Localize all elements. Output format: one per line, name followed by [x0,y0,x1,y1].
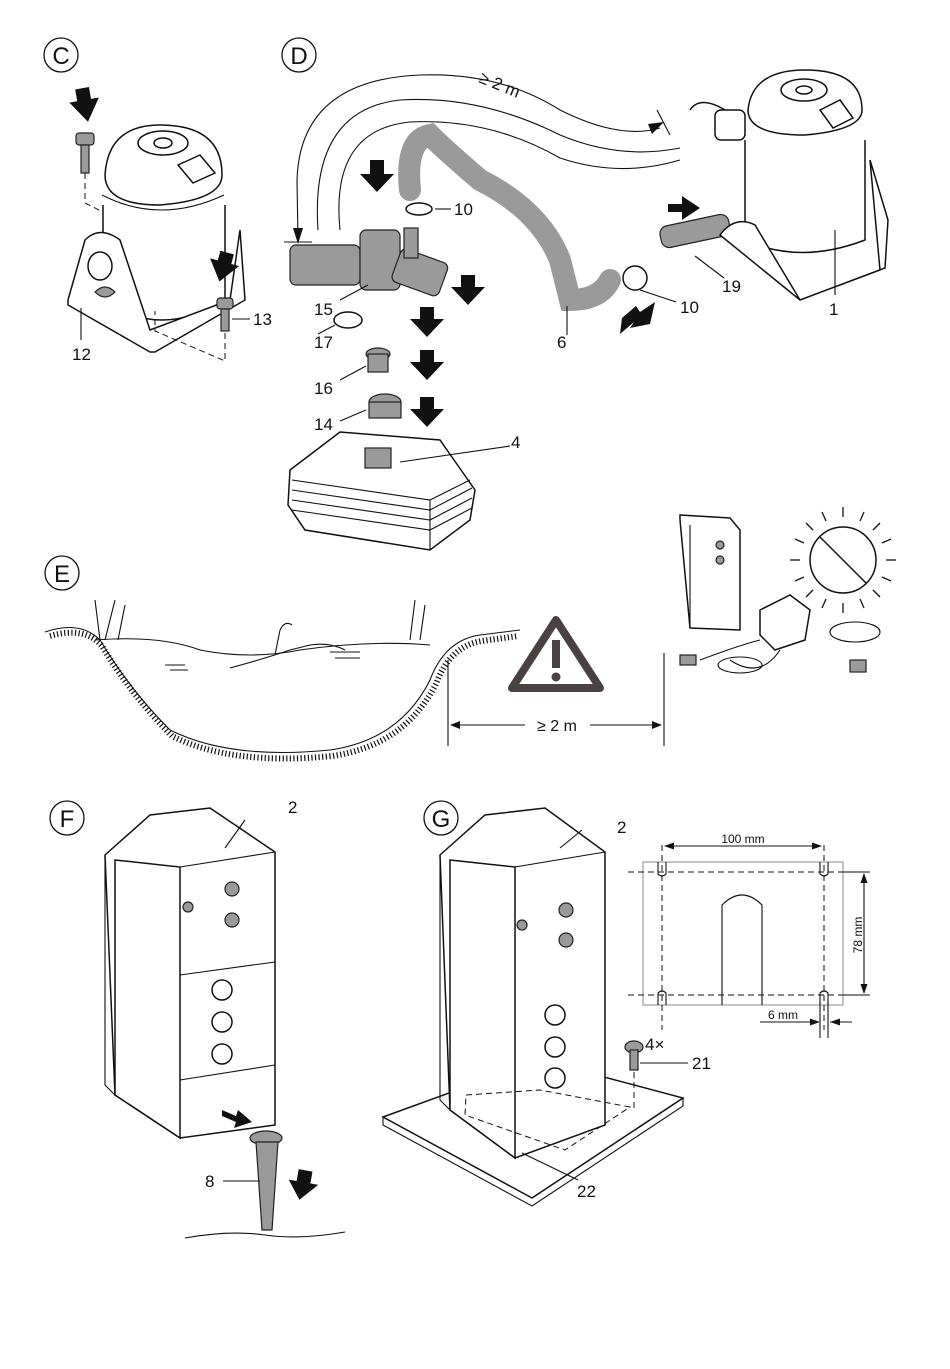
svg-text:6: 6 [557,333,566,352]
filter-unit-c [68,125,245,352]
hose-tail-19 [658,213,731,249]
section-g: G 2 4× 21 22 [383,801,870,1206]
hole-pattern-drawing [628,843,870,1039]
section-badge-g: G [424,801,458,835]
svg-text:17: 17 [314,333,333,352]
down-arrow-icon [410,397,444,427]
no-sunlight-icon [790,507,896,613]
down-arrow-icon [360,160,394,192]
pump-4 [288,432,475,550]
svg-text:19: 19 [722,277,741,296]
hose-clamp [623,266,647,290]
down-arrow-icon [67,86,102,125]
svg-text:≥ 2 m: ≥ 2 m [537,718,577,735]
section-badge-d: D [282,38,316,72]
svg-text:78 mm: 78 mm [851,917,865,954]
section-e: E ≥ 2 m [45,507,896,759]
down-arrow-icon [451,275,485,305]
filter-unit-1 [690,70,888,300]
svg-text:14: 14 [314,415,333,434]
svg-text:10: 10 [680,298,699,317]
section-badge-f: F [50,801,84,835]
section-f: F 2 8 [50,798,345,1238]
section-c: C 13 12 [44,38,272,364]
svg-text:100 mm: 100 mm [721,832,764,846]
union-nut-14 [369,394,401,418]
right-arrow-icon [620,302,655,334]
svg-text:12: 12 [72,345,91,364]
svg-text:4×: 4× [645,1035,664,1054]
svg-text:2: 2 [288,798,297,817]
svg-text:D: D [290,43,307,70]
down-arrow-icon [410,307,444,337]
down-arrow-icon [286,1168,321,1203]
svg-text:≥ 2 m: ≥ 2 m [477,68,523,102]
right-arrow-icon [668,196,700,220]
pipe-connector-15 [290,228,449,297]
svg-text:15: 15 [314,300,333,319]
svg-text:2: 2 [617,818,626,837]
hose-clamp [406,203,432,215]
adapter-16 [366,348,390,372]
control-box-2 [440,808,605,1158]
screw-icon [76,133,94,173]
screw-21 [625,1041,643,1070]
o-ring-17 [334,312,362,328]
svg-text:10: 10 [454,200,473,219]
pond-illustration [45,600,520,759]
svg-text:6 mm: 6 mm [768,1008,798,1022]
svg-text:21: 21 [692,1054,711,1073]
svg-text:E: E [54,561,70,588]
down-arrow-icon [410,350,444,380]
svg-text:22: 22 [577,1182,596,1201]
svg-text:13: 13 [253,310,272,329]
svg-text:C: C [52,43,69,70]
section-badge-c: C [44,38,78,72]
svg-text:16: 16 [314,379,333,398]
control-box-2 [105,808,275,1138]
svg-text:G: G [432,806,451,833]
svg-text:F: F [60,806,75,833]
section-d: D ≥ 2 m 10 15 17 [282,38,888,550]
warning-triangle-icon [512,620,600,688]
svg-text:8: 8 [205,1172,214,1191]
svg-text:1: 1 [829,300,838,319]
svg-text:4: 4 [511,433,520,452]
section-badge-e: E [45,556,79,590]
